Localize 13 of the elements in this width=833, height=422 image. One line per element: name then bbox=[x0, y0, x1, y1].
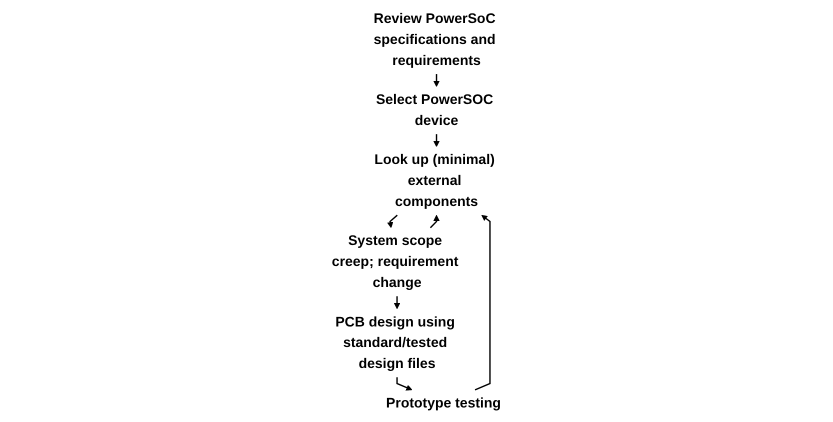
arrow bbox=[394, 296, 400, 310]
node-text: Select PowerSOC device bbox=[376, 92, 493, 129]
arrow bbox=[433, 74, 440, 87]
node-text: Look up (minimal) external components bbox=[374, 152, 494, 210]
arrow bbox=[474, 214, 490, 390]
arrow bbox=[430, 214, 440, 228]
node-text: Review PowerSoC specifications and requirements bbox=[373, 11, 496, 68]
node-text: PCB design using standard/tested design files bbox=[335, 314, 455, 372]
arrow bbox=[396, 377, 412, 391]
node-text: System scope creep; requirement change bbox=[332, 233, 458, 291]
arrow bbox=[433, 134, 440, 147]
node-text: Prototype testing bbox=[386, 395, 501, 411]
arrow bbox=[386, 214, 398, 228]
